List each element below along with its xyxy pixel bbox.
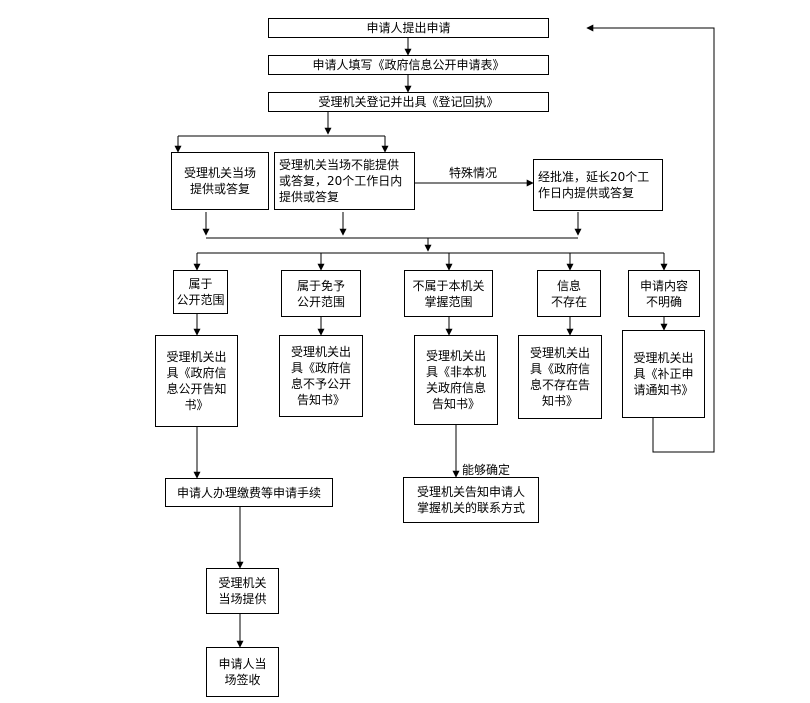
box-reply-within-20-days: 受理机关当场不能提供 或答复，20个工作日内 提供或答复 [274,152,415,210]
box-extend-20-days: 经批准，延长20个工 作日内提供或答复 [533,159,663,211]
box-non-agency-notice: 受理机关出 具《非本机 关政府信息 告知书》 [414,335,498,425]
loop-back-line [586,24,715,453]
box-reply-on-spot: 受理机关当场 提供或答复 [171,152,269,210]
box-correction-notice: 受理机关出 具《补正申 请通知书》 [622,330,705,418]
box-info-not-exist: 信息 不存在 [537,270,601,317]
box-submit-application: 申请人提出申请 [268,18,549,38]
box-content-unclear: 申请内容 不明确 [628,270,700,317]
box-provide-on-spot: 受理机关 当场提供 [206,568,279,614]
box-fill-application-form: 申请人填写《政府信息公开申请表》 [268,55,549,75]
label-can-confirm: 能够确定 [462,463,511,477]
box-not-disclose-notice: 受理机关出 具《政府信 息不予公开 告知书》 [279,335,363,417]
box-public-notice: 受理机关出 具《政府信 息公开告知 书》 [155,335,238,427]
box-exempt-scope: 属于免予 公开范围 [281,270,361,317]
box-register-receipt: 受理机关登记并出具《登记回执》 [268,92,549,112]
label-special-case: 特殊情况 [449,166,498,180]
box-not-exist-notice: 受理机关出 具《政府信 息不存在告 知书》 [518,335,602,419]
box-not-this-agency: 不属于本机关 掌握范围 [404,270,493,317]
box-within-public-scope: 属于 公开范围 [173,270,228,314]
box-inform-contact: 受理机关告知申请人 掌握机关的联系方式 [403,477,539,523]
box-sign-receipt: 申请人当 场签收 [206,647,279,697]
box-pay-fee-procedures: 申请人办理缴费等申请手续 [165,478,333,507]
